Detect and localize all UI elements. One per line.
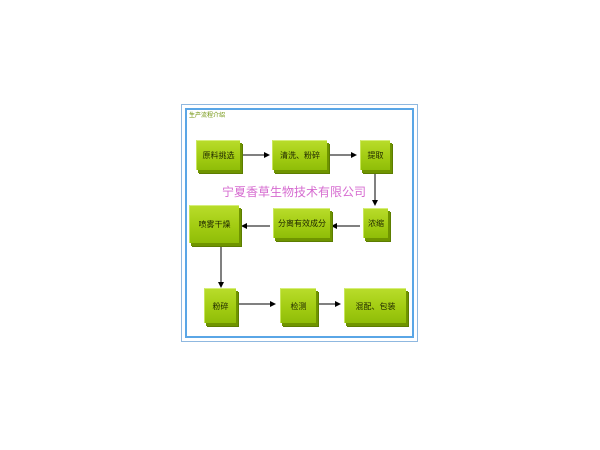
step-separate-active: 分离有效成分 — [273, 208, 330, 238]
step-label: 喷雾干燥 — [198, 220, 231, 229]
step-extract: 提取 — [360, 140, 390, 170]
step-label: 分离有效成分 — [278, 219, 326, 228]
step-crush: 粉碎 — [204, 288, 236, 323]
step-label: 原料挑选 — [202, 151, 235, 160]
diagram-frame — [185, 108, 414, 338]
step-label: 清洗、粉碎 — [280, 151, 320, 160]
step-label: 检测 — [290, 301, 307, 311]
step-mix-package: 混配、包装 — [344, 288, 406, 323]
step-label: 混配、包装 — [355, 301, 396, 311]
step-spray-dry: 喷雾干燥 — [189, 205, 239, 243]
step-label: 粉碎 — [212, 301, 229, 311]
step-label: 浓缩 — [368, 219, 384, 228]
diagram-title: 生产流程介绍 — [189, 112, 226, 119]
company-watermark: 宁夏香草生物技术有限公司 — [222, 185, 367, 199]
step-wash-crush: 清洗、粉碎 — [272, 140, 327, 170]
step-inspect: 检测 — [280, 288, 316, 323]
step-label: 提取 — [367, 151, 384, 160]
step-concentrate: 浓缩 — [363, 208, 388, 238]
step-material-selection: 原料挑选 — [196, 140, 240, 170]
